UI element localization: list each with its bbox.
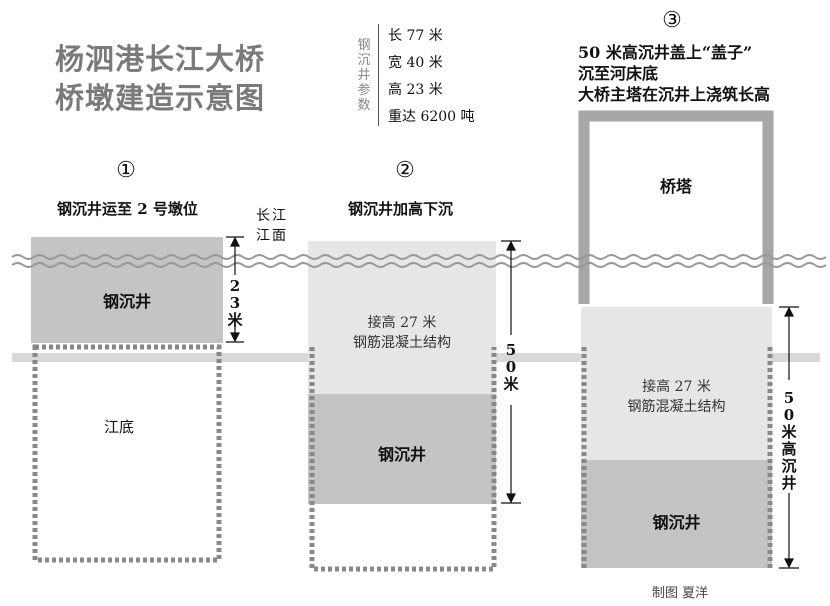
river-wave-bottom (11, 262, 827, 268)
param-weight: 重达 6200 吨 (388, 109, 475, 125)
credit-text: 制图 夏洋 (652, 586, 709, 601)
stage3-caption-line2: 沉至河床底 (578, 64, 659, 83)
stage2-dotted-outline (309, 347, 497, 572)
stage3-caisson-label: 钢沉井 (652, 513, 701, 532)
stage3-dotted-sides (581, 347, 773, 568)
param-height: 高 23 米 (388, 82, 443, 98)
stage1-height-label: 23米 (227, 277, 243, 329)
stage1-number: ① (116, 158, 136, 183)
stage3-tower-frame (578, 110, 774, 304)
tower-label: 桥塔 (659, 177, 692, 196)
riverbed-label: 江底 (104, 418, 135, 436)
stage2-extension-label: 接高 27 米 钢筋混凝土结构 (353, 315, 451, 351)
stage3-caption-line3: 大桥主塔在沉井上浇筑长高 (578, 85, 771, 104)
stage3-number: ③ (662, 8, 682, 33)
stage3-caption-line1: 50 米高沉井盖上“盖子” (578, 43, 753, 62)
stage3-caisson-box (581, 460, 772, 568)
river-wave-top (11, 254, 827, 260)
diagram-title-line2: 桥墩建造示意图 (55, 81, 266, 115)
river-surface-label: 长江江面 (256, 208, 288, 244)
stage1-dotted-outline (32, 344, 222, 563)
param-width: 宽 40 米 (388, 55, 443, 71)
param-length: 长 77 米 (388, 28, 443, 44)
stage3-dimension (779, 306, 799, 569)
params-divider (378, 24, 379, 126)
stage2-caisson-box (308, 394, 496, 504)
stage2-dimension (501, 240, 521, 504)
stage1-dimension (226, 236, 244, 343)
stage3-extension-label: 接高 27 米 钢筋混凝土结构 (627, 379, 726, 415)
stage2-caption: 钢沉井加高下沉 (348, 200, 454, 218)
stage1-caisson-label: 钢沉井 (102, 292, 151, 311)
stage2-caisson-label: 钢沉井 (377, 445, 426, 464)
stage3-height-label: 50米高沉井 (781, 389, 797, 492)
stage2-number: ② (395, 158, 415, 183)
params-label: 钢沉井参数 (357, 38, 371, 113)
stage1-caption: 钢沉井运至 2 号墩位 (57, 200, 198, 218)
stage3-extension-box (581, 307, 772, 460)
stage2-height-label: 50米 (503, 341, 519, 393)
diagram-title-line1: 杨泗港长江大桥 (55, 42, 266, 76)
